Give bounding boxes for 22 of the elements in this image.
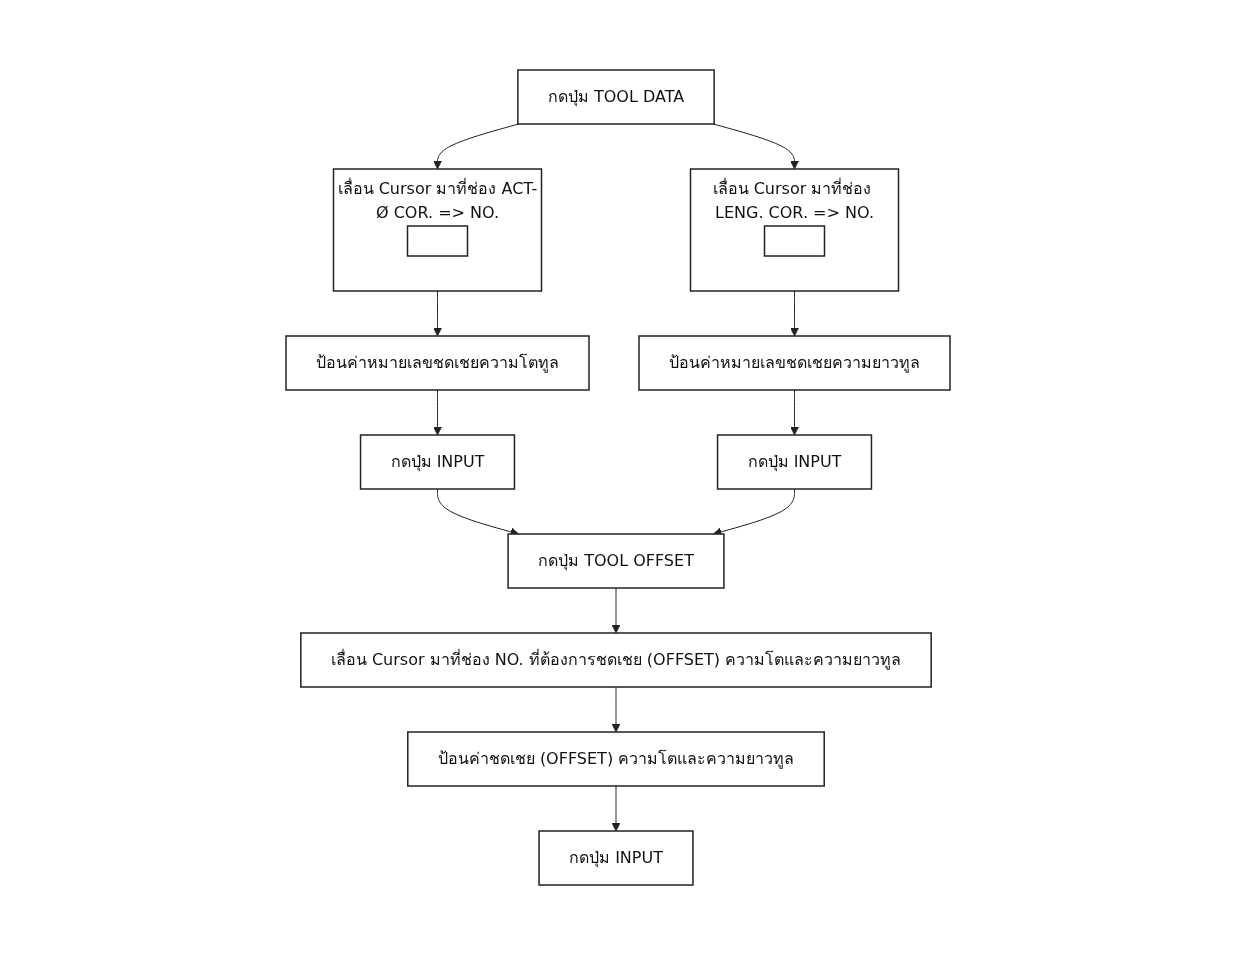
- node-box: กดปุ่ม TOOL OFFSET: [506, 532, 725, 589]
- arrow: [611, 686, 620, 732]
- arrow: [432, 290, 442, 336]
- node-box: กดปุ่ม INPUT: [359, 433, 515, 490]
- node-box: ป้อนค่าชดเชย (OFFSET) ความโตและความยาวทูล: [406, 730, 825, 787]
- arrow: [789, 389, 799, 435]
- node-box: ป้อนค่าหมายเลขชดเชยความยาวทูล: [637, 334, 951, 391]
- node-box: ป้อนค่าหมายเลขชดเชยความโตทูล: [284, 334, 590, 391]
- cluster: เลื่อน Cursor มาที่ช่อง LENG. COR. => NO.: [689, 167, 899, 292]
- arrow: [611, 785, 620, 831]
- arrow: [712, 123, 799, 169]
- node-box: กดปุ่ม INPUT: [537, 829, 694, 886]
- arrow: [432, 389, 442, 435]
- cluster: เลื่อน Cursor มาที่ช่อง ACT-Ø COR. => NO.: [332, 167, 542, 292]
- arrow: [789, 290, 799, 336]
- arrow: [432, 123, 519, 169]
- node-box: กดปุ่ม TOOL DATA: [516, 68, 715, 125]
- node-box: [763, 224, 825, 257]
- arrow: [611, 587, 620, 633]
- node-box: เลื่อน Cursor มาที่ช่อง NO. ที่ต้องการชดเชย (OFFSET) ความโตและความยาวทูล: [299, 631, 932, 688]
- node-box: กดปุ่ม INPUT: [716, 433, 872, 490]
- node-box: [406, 224, 468, 257]
